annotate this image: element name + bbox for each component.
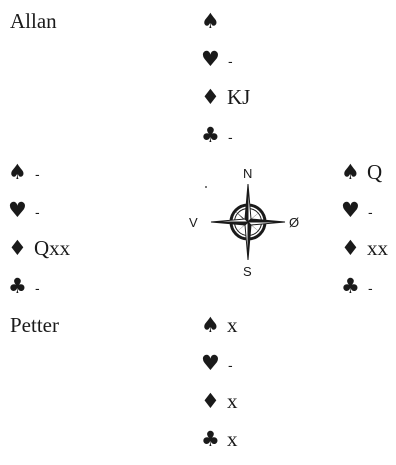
north-player-name: Allan	[10, 9, 57, 33]
heart-icon: ♥	[8, 198, 27, 222]
compass-south-label: S	[243, 264, 252, 279]
north-diamonds-row: ♦ KJ	[201, 85, 291, 123]
south-spades-row: ♠ x	[201, 313, 291, 351]
club-icon: ♣	[201, 123, 220, 147]
west-hand: ♠ - ♥ - ♦ Qxx ♣ -	[8, 160, 98, 312]
club-icon: ♣	[201, 427, 220, 451]
north-hearts-row: ♥ -	[201, 47, 291, 85]
spade-icon: ♠	[201, 9, 220, 33]
north-clubs-cards: -	[228, 129, 233, 145]
north-clubs-row: ♣ -	[201, 123, 291, 161]
west-hearts-row: ♥ -	[8, 198, 98, 236]
compass-rose-icon: N S V Ø	[186, 160, 314, 288]
east-hand: ♠ Q ♥ - ♦ xx ♣ -	[341, 160, 396, 312]
compass-north-label: N	[243, 166, 252, 181]
north-hand: ♠ ♥ - ♦ KJ ♣ -	[201, 9, 291, 161]
west-diamonds-row: ♦ Qxx	[8, 236, 98, 274]
spade-icon: ♠	[341, 160, 360, 184]
compass-east-label: Ø	[289, 215, 299, 230]
east-spades-cards: Q	[367, 160, 383, 184]
west-diamonds-cards: Qxx	[34, 236, 71, 260]
south-clubs-cards: x	[227, 427, 238, 451]
spade-icon: ♠	[8, 160, 27, 184]
south-hearts-row: ♥ -	[201, 351, 291, 389]
north-hearts-cards: -	[228, 53, 233, 69]
west-hearts-cards: -	[35, 204, 40, 220]
diamond-icon: ♦	[201, 85, 220, 109]
east-clubs-row: ♣ -	[341, 274, 396, 312]
diamond-icon: ♦	[341, 236, 360, 260]
heart-icon: ♥	[201, 47, 220, 71]
south-clubs-row: ♣ x	[201, 427, 291, 465]
west-spades-row: ♠ -	[8, 160, 98, 198]
east-clubs-cards: -	[368, 280, 373, 296]
north-diamonds-cards: KJ	[227, 85, 251, 109]
east-diamonds-row: ♦ xx	[341, 236, 396, 274]
compass-main-points	[210, 183, 286, 261]
diamond-icon: ♦	[8, 236, 27, 260]
compass-west-label: V	[189, 215, 198, 230]
south-spades-cards: x	[227, 313, 238, 337]
heart-icon: ♥	[341, 198, 360, 222]
west-spades-cards: -	[35, 166, 40, 182]
south-diamonds-row: ♦ x	[201, 389, 291, 427]
club-icon: ♣	[8, 274, 27, 298]
south-diamonds-cards: x	[227, 389, 238, 413]
diamond-icon: ♦	[201, 389, 220, 413]
east-hearts-row: ♥ -	[341, 198, 396, 236]
club-icon: ♣	[341, 274, 360, 298]
east-diamonds-cards: xx	[367, 236, 388, 260]
heart-icon: ♥	[201, 351, 220, 375]
south-player-name: Petter	[10, 313, 59, 337]
spade-icon: ♠	[201, 313, 220, 337]
south-hand: ♠ x ♥ - ♦ x ♣ x	[201, 313, 291, 465]
east-hearts-cards: -	[368, 204, 373, 220]
north-spades-row: ♠	[201, 9, 291, 47]
compass-dot	[205, 186, 207, 188]
east-spades-row: ♠ Q	[341, 160, 396, 198]
west-clubs-row: ♣ -	[8, 274, 98, 312]
south-hearts-cards: -	[228, 357, 233, 373]
west-clubs-cards: -	[35, 280, 40, 296]
